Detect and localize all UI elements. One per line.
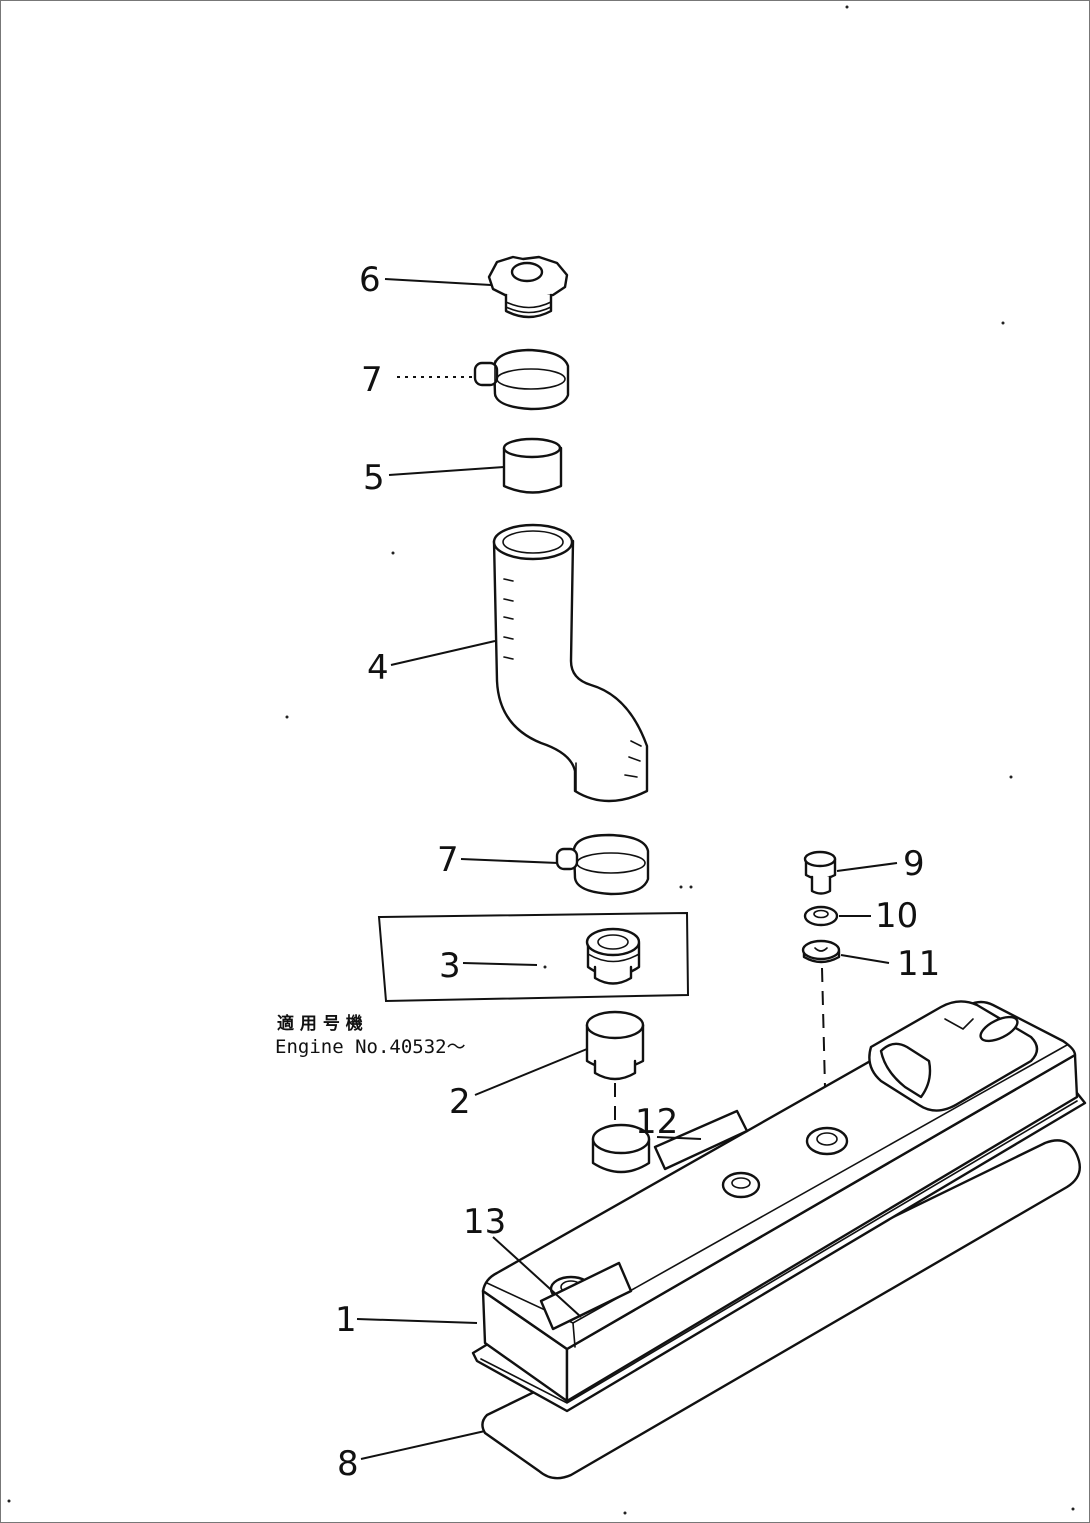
note-engine-number: Engine No.40532～ xyxy=(275,1036,466,1058)
leader-4 xyxy=(390,640,496,666)
part-5-sleeve xyxy=(502,437,563,494)
part-4-breather-hose xyxy=(492,523,649,803)
part-10-washer xyxy=(803,905,839,927)
leader-12 xyxy=(656,1136,702,1140)
part-2-grommet xyxy=(585,1010,645,1081)
leader-13 xyxy=(492,1236,582,1318)
leader-3 xyxy=(462,962,538,966)
part-7-hose-clamp-lower xyxy=(555,833,650,896)
leader-8 xyxy=(360,1430,486,1460)
callout-8: 8 xyxy=(337,1444,359,1484)
callout-7-lower: 7 xyxy=(437,840,459,880)
callout-12: 12 xyxy=(635,1102,678,1142)
note-applicability-jp: 適 用 号 機 xyxy=(277,1013,363,1034)
callout-3: 3 xyxy=(439,946,461,986)
leader-5 xyxy=(388,466,505,476)
callout-11: 11 xyxy=(897,944,940,984)
part-8-gasket xyxy=(481,1139,1081,1480)
leader-2 xyxy=(474,1048,588,1096)
callout-5: 5 xyxy=(363,458,385,498)
callout-10: 10 xyxy=(875,896,918,936)
part-1-head-cover xyxy=(471,1000,1087,1413)
callout-9: 9 xyxy=(903,844,925,884)
callout-1: 1 xyxy=(335,1300,357,1340)
callout-7-upper: 7 xyxy=(361,360,383,400)
callout-4: 4 xyxy=(367,648,389,688)
leader-11 xyxy=(840,954,890,964)
part-9-bolt xyxy=(803,850,837,895)
part-11-seal xyxy=(801,939,841,964)
part-6-filler-cap xyxy=(487,255,569,319)
leader-9 xyxy=(836,862,898,872)
leader-7-lower xyxy=(460,858,559,864)
part-3-boxed-grommet xyxy=(377,911,690,1003)
callout-2: 2 xyxy=(449,1082,471,1122)
callout-13: 13 xyxy=(463,1202,506,1242)
leader-1 xyxy=(356,1318,478,1324)
part-7-hose-clamp-upper xyxy=(473,348,570,411)
callout-6: 6 xyxy=(359,260,381,300)
leader-6 xyxy=(384,278,492,286)
